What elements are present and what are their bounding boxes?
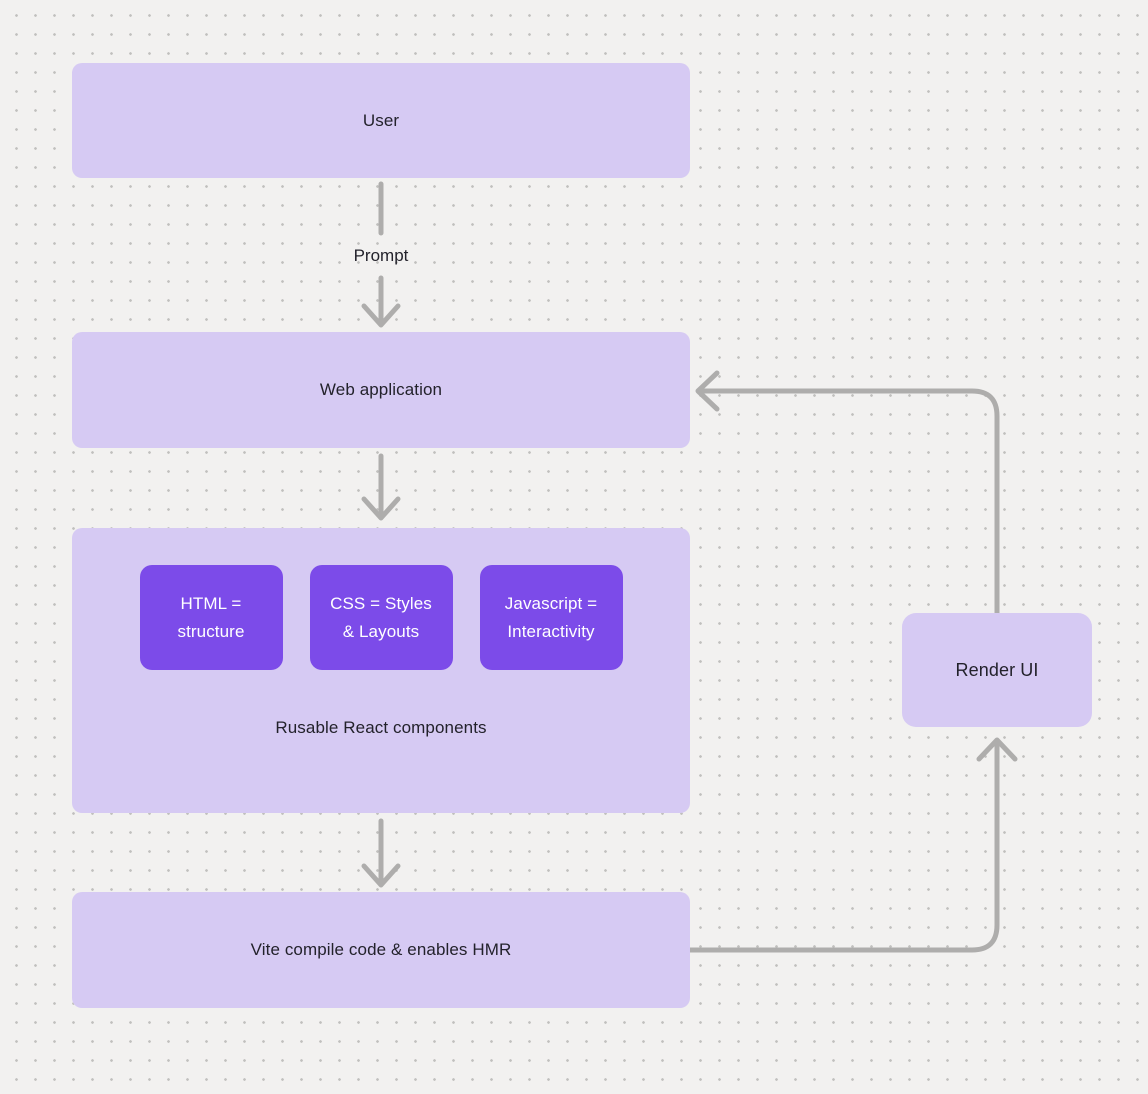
- chip-html: HTML = structure: [139, 565, 283, 670]
- node-react-components-group: HTML = structure CSS = Styles & Layouts …: [72, 528, 690, 813]
- node-web-application-label: Web application: [319, 380, 443, 399]
- chip-javascript: Javascript = Interactivity: [479, 565, 623, 670]
- node-vite: Vite compile code & enables HMR: [72, 892, 690, 1008]
- arrowhead-down-icon: [361, 303, 401, 328]
- arrowhead-up-icon: [976, 737, 1018, 762]
- arrow-webapp-to-components: [361, 453, 401, 521]
- chip-row: HTML = structure CSS = Styles & Layouts …: [139, 565, 623, 670]
- node-web-application: Web application: [72, 332, 690, 448]
- edge-label-prompt: Prompt: [353, 246, 409, 265]
- arrow-vite-to-renderui: [687, 737, 1018, 953]
- arrowhead-left-icon: [695, 370, 720, 412]
- arrow-renderui-to-webapp: [695, 370, 1000, 616]
- node-render-ui: Render UI: [902, 613, 1092, 727]
- arrow-segment: [698, 388, 1000, 616]
- arrow-components-to-vite: [361, 818, 401, 888]
- node-user: User: [72, 63, 690, 178]
- node-user-label: User: [362, 110, 400, 130]
- arrow-segment: [687, 739, 1000, 953]
- node-render-ui-label: Render UI: [955, 659, 1039, 680]
- node-vite-label: Vite compile code & enables HMR: [250, 940, 512, 959]
- chip-css: CSS = Styles & Layouts: [309, 565, 453, 670]
- arrowhead-down-icon: [361, 863, 401, 888]
- react-components-caption: Rusable React components: [275, 718, 487, 737]
- arrowhead-down-icon: [361, 496, 401, 521]
